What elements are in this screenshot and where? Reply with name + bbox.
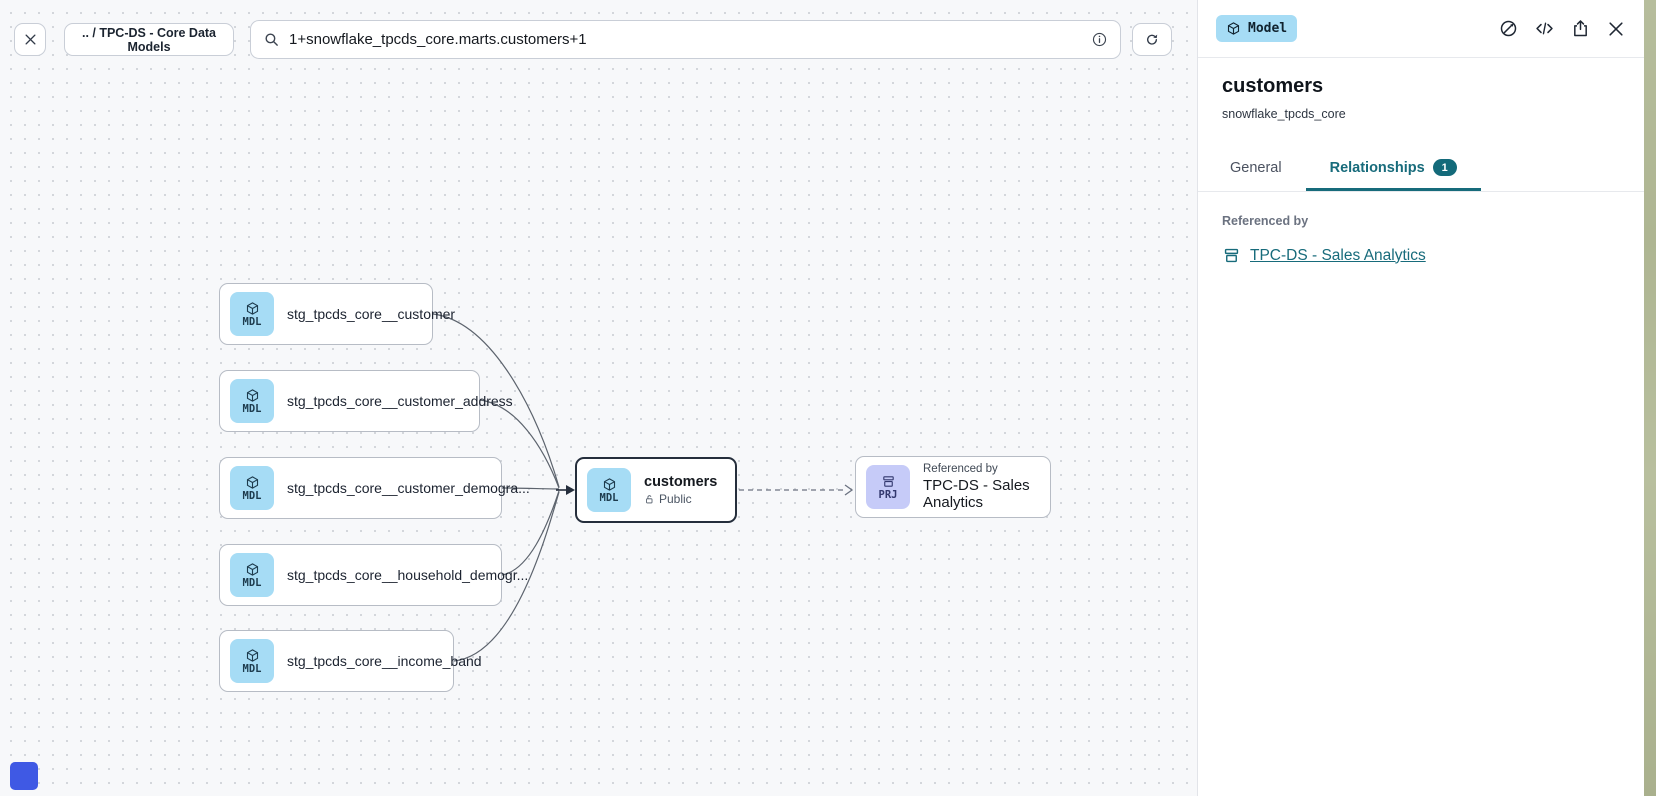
reference-edge-dashed: [739, 484, 854, 496]
model-badge-label: MDL: [242, 489, 262, 502]
breadcrumb-label: .. / TPC-DS - Core Data Models: [81, 25, 217, 54]
relationships-count-badge: 1: [1432, 159, 1457, 176]
model-type-label: Model: [1248, 21, 1288, 36]
referenced-project-row[interactable]: TPC-DS - Sales Analytics: [1222, 246, 1620, 265]
attribution-badge: [10, 762, 38, 790]
lineage-edges: [432, 313, 854, 662]
node-visibility: Public: [644, 492, 717, 506]
upstream-model-node[interactable]: MDL stg_tpcds_core__household_demogr...: [219, 544, 528, 606]
tab-relationships[interactable]: Relationships 1: [1305, 146, 1481, 191]
lineage-search[interactable]: [250, 20, 1121, 59]
cube-icon: [246, 475, 258, 489]
node-label: stg_tpcds_core__customer: [287, 306, 456, 322]
upstream-model-node[interactable]: MDL stg_tpcds_core__customer_demogra...: [219, 457, 530, 519]
cube-icon: [246, 562, 258, 576]
schema-subtitle: snowflake_tpcds_core: [1222, 107, 1346, 121]
model-badge: MDL: [230, 466, 274, 510]
page-title: customers: [1222, 75, 1324, 97]
tab-general[interactable]: General: [1230, 159, 1282, 176]
explore-lineage-button[interactable]: [1498, 18, 1519, 39]
node-kicker: Referenced by: [923, 463, 998, 475]
search-input[interactable]: [289, 31, 1082, 48]
model-badge-label: MDL: [599, 491, 619, 504]
model-badge: MDL: [230, 292, 274, 336]
node-title: TPC-DS - Sales Analytics: [923, 477, 1030, 511]
close-panel-button[interactable]: [1606, 19, 1626, 39]
archive-box-icon: [1224, 248, 1239, 263]
cube-icon: [246, 388, 258, 402]
panel-tabs: General Relationships 1: [1198, 146, 1644, 192]
model-badge-label: MDL: [242, 402, 262, 415]
breadcrumb[interactable]: .. / TPC-DS - Core Data Models: [64, 23, 234, 56]
panel-header: Model: [1198, 0, 1644, 58]
code-icon: [1536, 22, 1553, 35]
close-lineage-button[interactable]: [14, 23, 46, 56]
desktop-wallpaper-edge: [1644, 0, 1656, 796]
model-badge: MDL: [230, 379, 274, 423]
model-type-badge: Model: [1216, 15, 1298, 42]
refresh-icon: [1147, 34, 1158, 45]
model-badge-label: MDL: [242, 315, 262, 328]
close-icon: [25, 34, 35, 45]
input-arrow: [556, 485, 575, 495]
archive-box-icon: [882, 475, 894, 487]
node-label: stg_tpcds_core__customer_address: [287, 393, 513, 409]
close-icon: [1609, 21, 1623, 36]
model-badge: MDL: [230, 553, 274, 597]
details-panel: Model: [1197, 0, 1644, 796]
node-label: stg_tpcds_core__customer_demogra...: [287, 480, 530, 496]
cube-icon: [246, 301, 258, 315]
model-badge: MDL: [587, 468, 631, 512]
model-badge: MDL: [230, 639, 274, 683]
project-badge: PRJ: [866, 465, 910, 509]
refresh-button[interactable]: [1132, 23, 1172, 56]
selected-model-node[interactable]: MDL customers Public: [575, 457, 737, 523]
upstream-model-node[interactable]: MDL stg_tpcds_core__income_band: [219, 630, 482, 692]
referenced-by-label: Referenced by: [1222, 214, 1309, 228]
unlock-icon: [646, 494, 653, 503]
node-label: stg_tpcds_core__household_demogr...: [287, 567, 529, 583]
share-icon: [1574, 20, 1587, 37]
cube-icon: [246, 648, 258, 662]
cube-icon: [603, 477, 615, 491]
referenced-project-link[interactable]: TPC-DS - Sales Analytics: [1250, 246, 1426, 264]
model-badge-label: MDL: [242, 576, 262, 589]
cube-icon: [1227, 22, 1240, 35]
upstream-model-node[interactable]: MDL stg_tpcds_core__customer_address: [219, 370, 513, 432]
compass-icon: [1500, 20, 1517, 37]
code-button[interactable]: [1534, 18, 1555, 39]
share-button[interactable]: [1570, 18, 1591, 39]
project-badge-label: PRJ: [878, 488, 898, 501]
node-title: customers: [644, 474, 718, 490]
model-badge-label: MDL: [242, 662, 262, 675]
referenced-project-node[interactable]: PRJ Referenced by TPC-DS - Sales Analyti…: [855, 456, 1051, 518]
info-icon[interactable]: [1091, 31, 1108, 48]
node-label: stg_tpcds_core__income_band: [287, 653, 482, 669]
search-icon: [265, 33, 278, 46]
upstream-model-node[interactable]: MDL stg_tpcds_core__customer: [219, 283, 455, 345]
